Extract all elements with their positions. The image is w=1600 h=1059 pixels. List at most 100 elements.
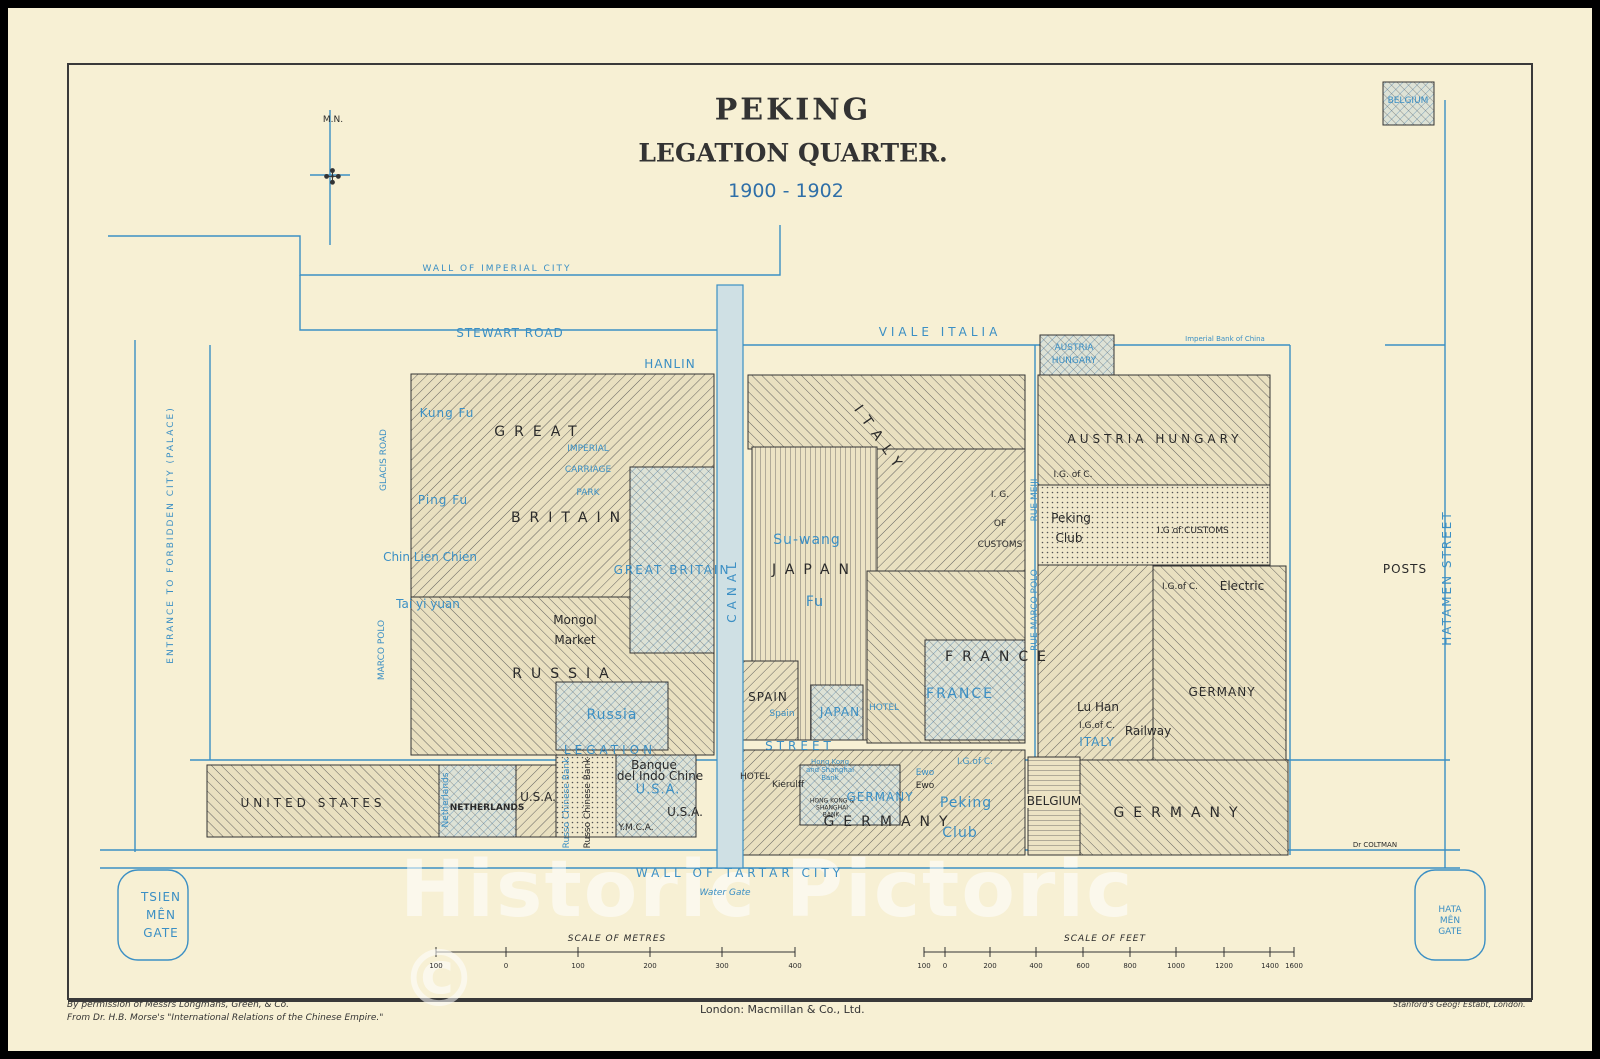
region-label: HONG KONG & SHANGHAI BANK. (809, 797, 855, 819)
region-label: Su-wang (773, 532, 841, 548)
region-label: Ewo (915, 768, 935, 778)
region-label: U.S.A. (635, 782, 681, 798)
region-label: OF (993, 519, 1007, 529)
region-label: FRANCE (945, 649, 1055, 665)
region-label: GERMANY (846, 790, 914, 804)
region-label: NETHERLANDS (449, 803, 525, 813)
region-label: BELGIUM (1387, 96, 1429, 106)
map-years: 1900 - 1902 (728, 180, 844, 202)
compass-label: M.N. (322, 115, 344, 125)
scale-tick: 100 (429, 962, 443, 970)
region-label: Kung Fu (419, 406, 475, 420)
scale-tick: 600 (1076, 962, 1090, 970)
street-label: ENTRANCE TO FORBIDDEN CITY (PALACE) (166, 406, 176, 664)
scale-tick: 0 (503, 962, 509, 970)
footer-permission: By permission of Messrs Longmans, Green,… (67, 1000, 290, 1010)
region-label: Fu (805, 594, 825, 610)
street-label: STEWART ROAD (456, 326, 564, 340)
scale-tick: 300 (715, 962, 729, 970)
region-label: AUSTRIA (1054, 343, 1094, 353)
region-label: GERMANY (1113, 805, 1247, 821)
scale-tick: 0 (942, 962, 948, 970)
street-label: RUE MARCO POLO (1030, 569, 1040, 651)
water-gate-label: Water Gate (699, 888, 751, 898)
region-label: GERMANY (823, 814, 957, 830)
region-label: HUNGARY (1051, 356, 1097, 366)
region-label: UNITED STATES (240, 796, 386, 810)
region-label: Russo Chinese Bank (583, 757, 593, 849)
region-label: Dr COLTMAN (1352, 841, 1398, 849)
region-label: Banque (631, 758, 677, 772)
region-label: JAPAN (819, 705, 861, 719)
region-label: RUSSIA (512, 666, 618, 682)
scale-tick: 400 (788, 962, 802, 970)
region-label: Hong Kong and Shanghai Bank (805, 758, 855, 782)
map-frame (67, 63, 1533, 1000)
gate-label: GATE (1438, 927, 1462, 937)
region-label: I.G.of C. (1161, 582, 1199, 592)
region-label: IMPERIAL (567, 444, 609, 454)
gate-label: MÊN (146, 908, 176, 922)
region-label: Electric (1219, 579, 1265, 593)
region-label: GREAT BRITAIN (613, 563, 731, 577)
scale-feet-title: SCALE OF FEET (1064, 934, 1146, 944)
scale-tick: 1200 (1215, 962, 1233, 970)
scale-tick: 1400 (1261, 962, 1279, 970)
map-title: PEKING (714, 92, 872, 128)
region-label: Spain (769, 709, 795, 719)
region-label: Netherlands (441, 772, 451, 828)
region-label: AUSTRIA HUNGARY (1067, 432, 1243, 446)
region-label: GERMANY (1188, 685, 1256, 699)
scale-tick: 1600 (1285, 962, 1303, 970)
street-label: HATAMEN STREET (1440, 510, 1454, 646)
street-label: WALL OF IMPERIAL CITY (422, 264, 572, 274)
region-label: CUSTOMS (977, 540, 1023, 550)
region-label: Mongol (553, 613, 597, 627)
region-label: Imperial Bank of China (1185, 335, 1265, 343)
region-label: PARK (576, 488, 600, 498)
street-label: GLACIS ROAD (379, 429, 389, 491)
scale-tick: 800 (1123, 962, 1137, 970)
region-label: Club (942, 825, 978, 841)
region-label: U.S.A. (520, 790, 556, 804)
region-label: del Indo Chine (616, 769, 704, 783)
compass-rose-icon: ✣ (323, 165, 343, 191)
region-label: Russo Chinese Bank (562, 757, 572, 849)
region-label: Peking (939, 795, 993, 811)
footer-publisher: London: Macmillan & Co., Ltd. (700, 1003, 865, 1016)
street-label: LEGATION (563, 743, 657, 757)
region-label: I.G. of C. (1053, 470, 1093, 480)
street-label: WALL OF TARTAR CITY (635, 866, 845, 880)
region-label: SPAIN (748, 690, 788, 704)
region-label: ITALY (1079, 735, 1115, 749)
region-label: Y.M.C.A. (618, 823, 654, 833)
footer-engraver: Stanford's Geog! Estabt, London. (1393, 1000, 1526, 1009)
street-label: MARCO POLO (377, 619, 387, 681)
gate-label: HATA (1438, 905, 1462, 915)
region-label: JAPAN (771, 562, 859, 578)
watermark: Historic Pictoric © (400, 845, 1135, 1025)
region-label: I. G. (990, 490, 1010, 500)
region-label: HANLIN (644, 357, 696, 371)
scale-tick: 1000 (1167, 962, 1185, 970)
region-label: FRANCE (926, 686, 994, 702)
region-label: HOTEL (868, 703, 900, 713)
region-label: GREAT (494, 424, 586, 440)
region-label: I.G.of C. (1078, 721, 1116, 731)
scale-tick: 200 (643, 962, 657, 970)
region-label: I.G.of C. (956, 757, 994, 767)
region-label: Market (554, 633, 596, 647)
scale-tick: 100 (917, 962, 931, 970)
street-label: VIALE ITALIA (878, 325, 1002, 339)
region-label: Ewo (915, 781, 935, 791)
region-label: Tai yi yuan (396, 597, 460, 611)
scale-tick: 400 (1029, 962, 1043, 970)
scale-tick: 200 (983, 962, 997, 970)
region-label: Lu Han (1077, 700, 1119, 714)
gate-label: TSIEN (140, 890, 182, 904)
region-label: Russia (586, 707, 638, 723)
region-label: Chin Lien Chien (383, 550, 477, 564)
region-label: Club (1055, 531, 1083, 545)
region-label: CARRIAGE (564, 465, 612, 475)
